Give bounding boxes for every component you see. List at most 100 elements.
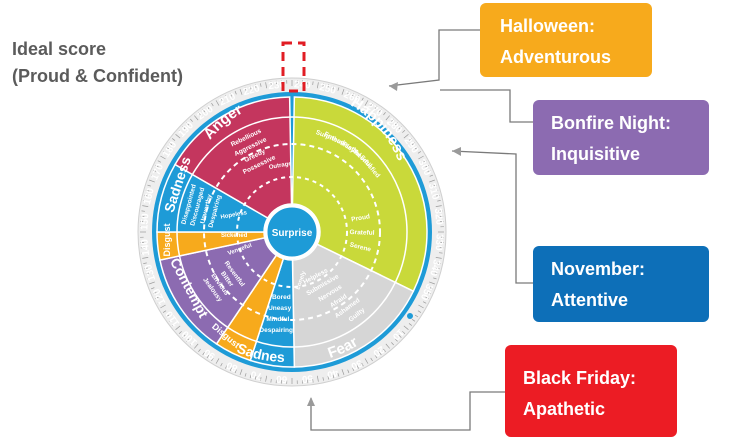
dial-tick <box>190 118 193 122</box>
dial-tick <box>182 126 186 130</box>
dial-tick <box>155 296 159 299</box>
dial-tick <box>178 331 182 334</box>
ideal-score-subtitle: (Proud & Confident) <box>12 66 183 86</box>
disgust-top-band-label: Disgust <box>162 223 172 256</box>
dial-tick <box>160 304 166 309</box>
dial-tick <box>143 200 147 202</box>
dial-tick <box>435 205 442 207</box>
dial-tick <box>239 369 243 375</box>
emotion-wedges <box>156 96 428 368</box>
dial-tick <box>402 331 406 334</box>
dial-tick <box>434 272 439 275</box>
dial-tick <box>215 358 220 364</box>
dial-tick <box>417 310 422 313</box>
dial-tick <box>168 142 173 145</box>
dial-tick <box>398 126 402 130</box>
dial-tick <box>152 292 157 295</box>
dial-tick <box>391 342 394 346</box>
fear-wedge <box>291 243 415 368</box>
dial-tick <box>152 169 157 172</box>
dial-tick <box>239 89 243 95</box>
dial-scale-number: 140 <box>139 238 152 256</box>
happiness-word: Grateful <box>349 229 374 237</box>
dial-tick <box>370 357 373 362</box>
dial-tick <box>379 351 382 356</box>
dial-tick <box>403 134 409 139</box>
dial-tick <box>215 100 220 106</box>
dial-tick <box>425 165 429 168</box>
dial-tick <box>341 369 345 375</box>
dial-tick <box>437 262 441 264</box>
dial-tick <box>150 287 155 290</box>
dial-tick <box>147 184 151 187</box>
dial-tick <box>149 179 155 183</box>
dial-tick <box>385 343 390 349</box>
dial-tick <box>427 169 432 172</box>
bonfire-night-callout-title: Bonfire Night: <box>551 113 671 133</box>
dial-tick <box>249 374 252 379</box>
ideal-score-marker <box>281 41 306 93</box>
dial-tick <box>403 325 409 330</box>
dial-tick <box>142 257 149 259</box>
dial-tick <box>260 377 262 381</box>
dial-tick <box>202 108 205 113</box>
dial-tick <box>229 92 232 97</box>
dial-tick <box>374 354 378 359</box>
dial-tick <box>418 304 424 309</box>
dial-tick <box>402 130 406 133</box>
anger-wedge <box>174 96 293 220</box>
dial-scale-number: 40 <box>325 366 339 380</box>
bonfire-night-callout: Bonfire Night: Inquisitive <box>533 100 709 175</box>
dial-tick <box>337 373 340 377</box>
dial-tick <box>206 105 210 110</box>
dial-tick <box>144 267 148 270</box>
dial-tick <box>414 146 419 150</box>
dial-scale-number: 320 <box>432 208 445 226</box>
dial-tick <box>322 377 324 381</box>
dial-tick <box>175 134 181 139</box>
dial-tick <box>186 122 190 126</box>
dial-tick <box>260 83 262 87</box>
dial-tick <box>408 323 412 326</box>
dial-scale-number: 220 <box>242 83 261 98</box>
dial-tick <box>341 89 345 95</box>
dashed-ring-inner <box>236 176 348 288</box>
dial-tick <box>429 281 435 285</box>
dial-tick <box>202 351 205 356</box>
halloween-callout-title: Halloween: <box>500 16 596 36</box>
dial-tick <box>398 334 402 338</box>
dial-scale-number: 160 <box>142 187 157 206</box>
dial-tick <box>408 138 412 141</box>
dial-tick <box>436 267 440 270</box>
dial-tick <box>436 194 440 197</box>
dial-tick <box>425 296 429 299</box>
sadness-word: Uneasy <box>268 305 292 312</box>
dial-scale-number: 240 <box>294 79 312 91</box>
surprise-center <box>264 204 320 260</box>
dial-tick <box>332 85 335 90</box>
dial-tick <box>178 130 182 133</box>
dial-tick <box>182 334 186 338</box>
dial-tick <box>417 151 422 154</box>
dial-tick <box>155 165 159 168</box>
dial-scale-number: 130 <box>143 263 158 282</box>
dial-tick <box>244 373 247 377</box>
dial-tick <box>143 262 147 264</box>
dial-tick <box>422 160 427 163</box>
dial-tick <box>194 343 199 349</box>
dial-tick <box>144 194 148 197</box>
dial-tick <box>361 362 364 367</box>
dial-scale-number: 340 <box>427 258 442 277</box>
dial-tick <box>327 376 330 380</box>
surprise-center-label: Surprise <box>272 228 313 239</box>
dial-tick <box>160 155 166 160</box>
dial-tick <box>157 301 162 304</box>
dial-tick <box>165 314 170 318</box>
dial-tick <box>234 90 237 95</box>
dial-tick <box>433 184 437 187</box>
dial-tick <box>364 100 369 106</box>
dial-tick <box>186 338 190 342</box>
sadness-word: Bored <box>272 294 291 301</box>
dial-tick <box>370 102 373 107</box>
dial-tick <box>220 97 223 102</box>
